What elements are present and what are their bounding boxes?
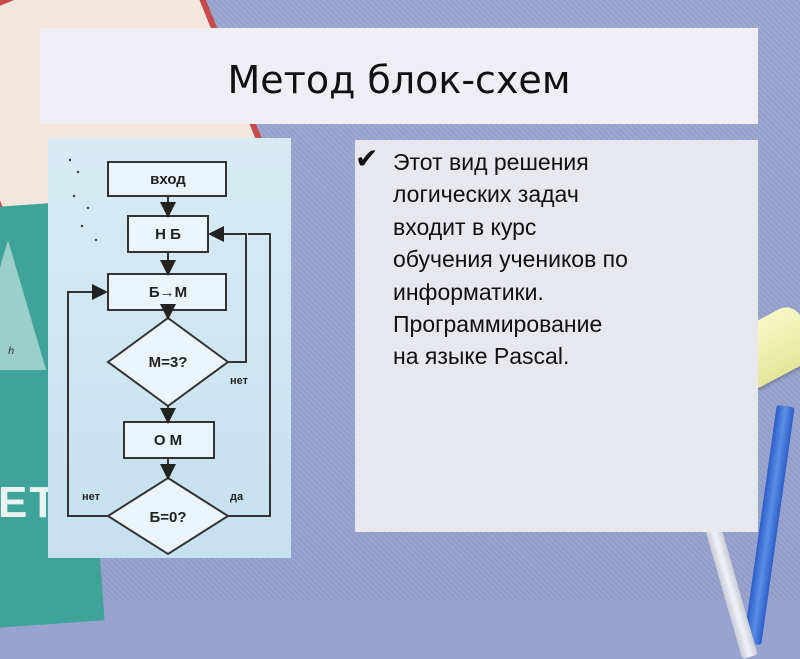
title-banner: Метод блок-схем [40,28,758,124]
condition-b0-diamond [106,476,230,556]
cond2-yes-label: да [230,491,244,503]
flowchart-diagram: вход Н Б Б→М М=3? нет О М Б=0? нет да [67,158,271,556]
book-cover-letters: ЕТ [0,478,59,527]
cond1-no-label: нет [230,375,249,387]
cond1-label: М=3? [149,354,188,371]
cone-illustration [0,240,46,370]
bullet-text: Этот вид решения логических задач входит… [393,146,753,373]
cond2-label: Б=0? [149,509,186,526]
bullet-line: входит в курс [393,213,537,240]
bullet-line: логических задач [393,181,579,208]
cond2-no-label: нет [82,491,101,503]
bullet-line: на языке Pascal. [393,343,570,370]
om-label: О М [154,432,182,449]
b-to-m-label: Б→М [149,284,187,301]
entry-block [107,161,227,197]
entry-label: вход [150,171,186,188]
book-height-label: h [8,346,15,357]
bullet-line: Этот вид решения [393,149,589,175]
nb-label: Н Б [155,226,181,243]
flowchart-image: вход Н Б Б→М М=3? нет О М Б=0? нет да [48,138,291,558]
bullet-line: информатики. [393,278,544,305]
check-mark-icon: ✔ [355,142,379,175]
bullet-line: Программирование [393,311,603,338]
slide-title: Метод блок-схем [227,58,571,102]
bullet-line: обучения учеников по [393,246,628,273]
content-panel [355,140,758,532]
